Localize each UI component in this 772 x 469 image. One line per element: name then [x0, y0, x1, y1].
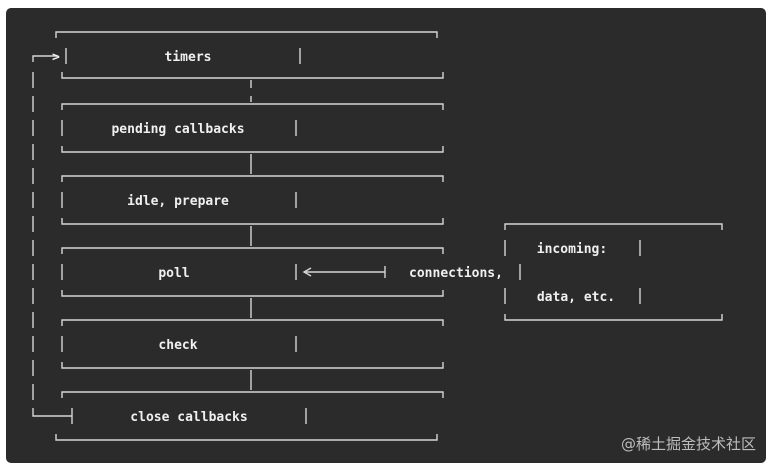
phase-box-timers: timers [55, 31, 444, 79]
incoming-label-line1: incoming: [537, 242, 607, 257]
incoming-to-poll-arrow [302, 266, 386, 278]
phase-label-close-callbacks: close callbacks [130, 410, 247, 425]
diagram-panel [6, 8, 766, 463]
phase-label-timers: timers [165, 50, 212, 65]
incoming-box: incoming: connections, data, etc. [409, 223, 723, 321]
watermark-text: @稀土掘金技术社区 [621, 435, 756, 453]
phase-box-close-callbacks: close callbacks [55, 391, 444, 441]
phase-label-check: check [158, 338, 197, 353]
loop-back-connector: > [32, 50, 73, 424]
phase-label-poll: poll [158, 266, 189, 281]
phase-box-pending-callbacks: pending callbacks [61, 103, 444, 153]
loop-arrow-head: > [52, 50, 60, 65]
phase-box-check: check [61, 319, 444, 369]
phase-box-poll: poll [61, 247, 444, 297]
phase-box-idle-prepare: idle, prepare [61, 175, 444, 225]
phase-label-idle-prepare: idle, prepare [127, 194, 229, 209]
incoming-label-line2: connections, [409, 266, 503, 281]
incoming-label-line3: data, etc. [537, 290, 615, 305]
phase-label-pending-callbacks: pending callbacks [111, 122, 244, 137]
